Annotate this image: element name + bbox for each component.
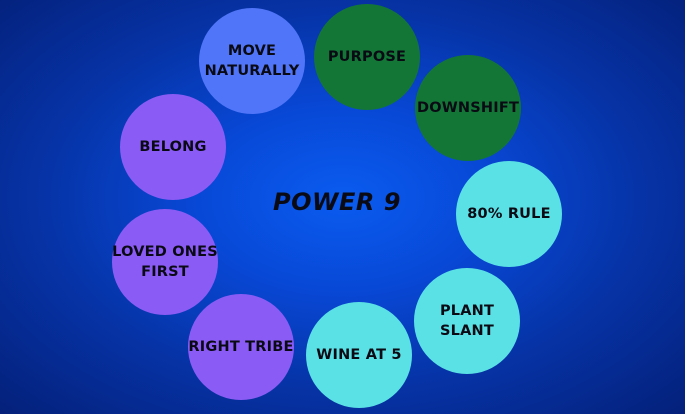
- circle-80-rule: 80% RULE: [456, 161, 562, 267]
- circle-plant-slant: PLANT SLANT: [414, 268, 520, 374]
- circle-loved-ones-first: LOVED ONES FIRST: [112, 209, 218, 315]
- circle-wine-at-5: WINE AT 5: [306, 302, 412, 408]
- circle-downshift: DOWNSHIFT: [415, 55, 521, 161]
- center-title: POWER 9: [273, 188, 401, 216]
- circle-right-tribe: RIGHT TRIBE: [188, 294, 294, 400]
- circle-move-naturally: MOVE NATURALLY: [199, 8, 305, 114]
- circle-belong: BELONG: [120, 94, 226, 200]
- circle-purpose: PURPOSE: [314, 4, 420, 110]
